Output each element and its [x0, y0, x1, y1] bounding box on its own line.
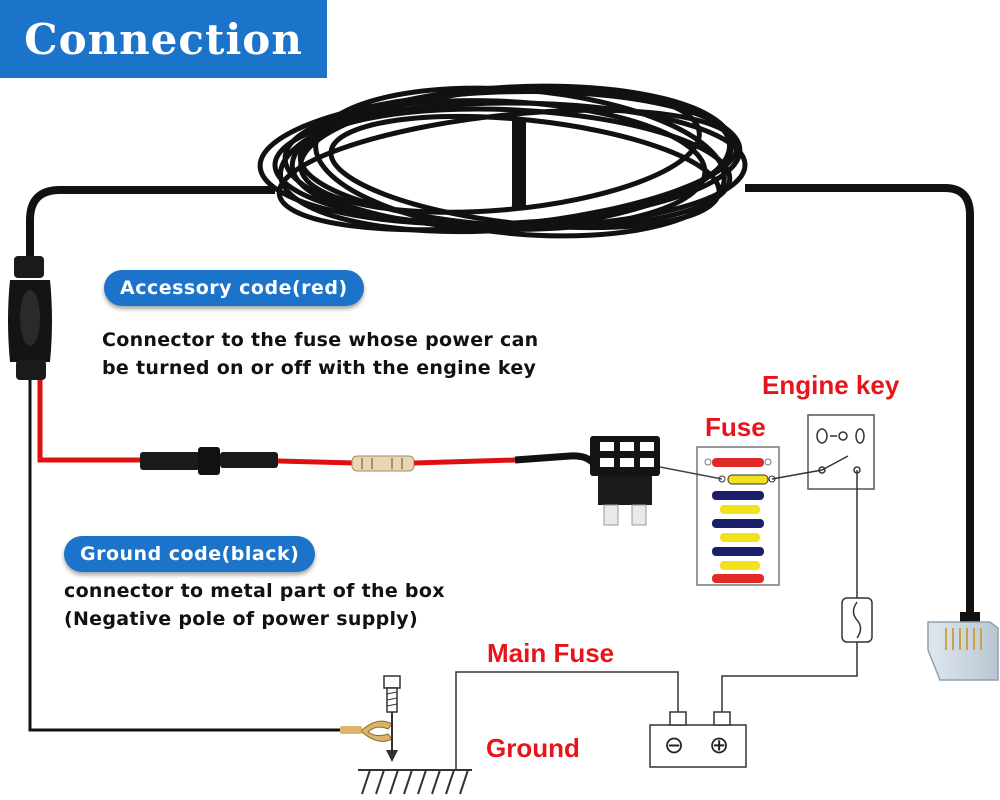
main-fuse-label: Main Fuse	[487, 638, 615, 668]
page-title: Connection	[0, 0, 327, 78]
left-cable	[26, 186, 275, 262]
y-splitter-connector	[8, 256, 52, 380]
butt-connector	[351, 455, 415, 472]
fuse-tap	[590, 436, 660, 526]
black-ground-wire	[28, 380, 348, 732]
inline-fuse-holder	[140, 447, 278, 475]
coiled-cable	[257, 83, 748, 239]
accessory-description: Connector to the fuse whose power can be…	[102, 326, 539, 382]
accessory-description-line2: be turned on or off with the engine key	[102, 357, 537, 379]
fuse-tap-lead	[514, 452, 595, 465]
main-fuse-symbol	[841, 597, 873, 643]
ground-code-badge: Ground code(black)	[64, 536, 316, 572]
red-wire-mid	[277, 458, 356, 466]
cable-tie	[512, 118, 526, 208]
fork-terminal	[340, 720, 393, 742]
ground-code-description-line1: connector to metal part of the box	[64, 580, 445, 602]
rj-connector	[927, 612, 999, 681]
right-cable	[745, 184, 974, 615]
ground-code-description: connector to metal part of the box (Nega…	[64, 577, 445, 633]
accessory-description-line1: Connector to the fuse whose power can	[102, 329, 539, 351]
battery-negative-terminal: ⊖	[664, 731, 685, 759]
red-wire-left	[37, 380, 140, 463]
fuse-box-panel	[696, 446, 780, 586]
engine-key-label: Engine key	[762, 370, 900, 400]
screw	[383, 675, 401, 762]
circuit-lines	[455, 469, 858, 770]
engine-key-switch	[807, 414, 875, 490]
battery	[649, 711, 747, 768]
red-wire-right	[413, 457, 516, 466]
accessory-code-badge: Accessory code(red)	[104, 270, 364, 306]
ground-label: Ground	[486, 733, 580, 763]
fuse-label: Fuse	[705, 412, 766, 442]
battery-positive-terminal: ⊕	[709, 731, 730, 759]
ground-symbol	[358, 769, 472, 795]
tap-link	[659, 466, 723, 480]
ground-code-description-line2: (Negative pole of power supply)	[64, 608, 418, 630]
